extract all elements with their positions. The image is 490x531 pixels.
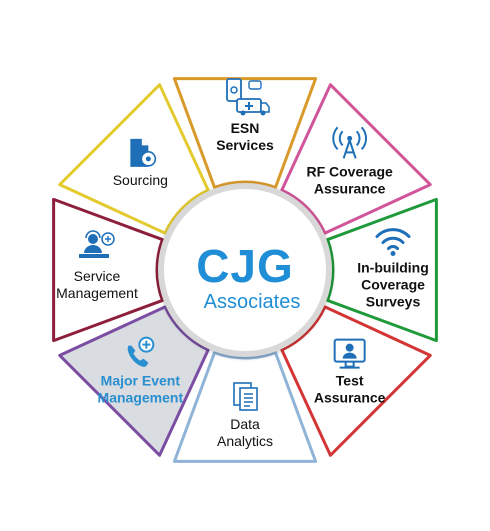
segment-shape-test-assurance bbox=[280, 305, 432, 457]
logo-main-text: CJG bbox=[196, 240, 294, 292]
segment-label-line: Test bbox=[336, 373, 364, 389]
segment-sourcing[interactable]: Sourcing bbox=[58, 83, 210, 235]
ambulance-phone-icon bbox=[226, 78, 270, 116]
segment-label-line: Assurance bbox=[314, 390, 386, 406]
document-gear-icon bbox=[130, 138, 157, 167]
segment-label-line: In-building bbox=[357, 260, 429, 276]
segment-shape-esn-services bbox=[172, 77, 318, 189]
segment-label-line: Coverage bbox=[361, 277, 425, 293]
monitor-user-icon bbox=[333, 338, 366, 369]
phone-plus-icon bbox=[127, 336, 155, 367]
logo-sub-text: Associates bbox=[204, 291, 301, 313]
segment-label-line: Management bbox=[56, 285, 138, 301]
segment-label-line: Services bbox=[216, 137, 274, 153]
segment-label-line: Service bbox=[74, 268, 121, 284]
segment-label-line: RF Coverage bbox=[306, 163, 393, 179]
segment-label-line: Management bbox=[98, 390, 184, 406]
segment-label-sourcing: Sourcing bbox=[113, 172, 168, 188]
segment-label-line: Analytics bbox=[217, 433, 273, 449]
segment-label-line: ESN bbox=[231, 120, 260, 136]
documents-icon bbox=[233, 382, 258, 411]
segment-label-line: Major Event bbox=[101, 373, 181, 389]
segment-label-line: Assurance bbox=[314, 180, 386, 196]
wifi-icon bbox=[375, 228, 411, 256]
segment-shape-rf-coverage-assurance bbox=[280, 83, 432, 235]
segment-shape-service-management bbox=[52, 197, 164, 343]
segment-label-line: Sourcing bbox=[113, 172, 168, 188]
center-hub bbox=[158, 183, 332, 357]
segment-label-line: Surveys bbox=[366, 294, 421, 310]
segment-shape-major-event-management bbox=[58, 305, 210, 457]
segment-label-line: Data bbox=[230, 416, 260, 432]
support-agent-icon bbox=[79, 230, 115, 258]
